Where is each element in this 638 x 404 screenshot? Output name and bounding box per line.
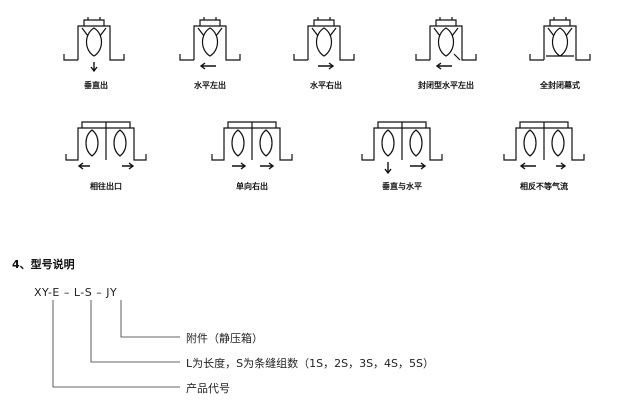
diagram-caption: 单向右出 (236, 182, 268, 191)
diffuser-diagram-horizontal-right (292, 16, 356, 74)
section-title: 4、型号说明 (12, 258, 75, 271)
diagram-caption: 相往出口 (90, 182, 122, 191)
diffuser-diagram-horizontal-left (178, 16, 242, 74)
diffuser-diagram-opposite-unequal-airflow (502, 118, 586, 176)
diagram-caption: 全封闭幕式 (540, 81, 580, 90)
diffuser-diagram-fully-closed (528, 16, 592, 74)
diagram-caption: 垂直与水平 (382, 182, 422, 191)
model-code: XY-E – L-S – JY (34, 286, 118, 299)
diagram-caption: 水平右出 (310, 81, 342, 90)
diagram-caption: 相反不等气流 (520, 182, 568, 191)
diffuser-diagram-closed-horizontal-left (414, 16, 478, 74)
diffuser-diagram-vertical-and-horizontal (360, 118, 444, 176)
explanation-accessory: 附件（静压箱） (186, 332, 263, 345)
diffuser-diagram-vertical-out (62, 16, 126, 74)
explanation-length-groups: L为长度，S为条缝组数（1S，2S，3S，4S，5S） (186, 357, 435, 370)
diagram-caption: 垂直出 (84, 81, 108, 90)
diffuser-diagram-opposite-outlet (64, 118, 148, 176)
explanation-product-code: 产品代号 (186, 382, 230, 395)
diagram-caption: 封闭型水平左出 (418, 81, 474, 90)
diffuser-diagram-one-way-right (210, 118, 294, 176)
diagram-caption: 水平左出 (194, 81, 226, 90)
